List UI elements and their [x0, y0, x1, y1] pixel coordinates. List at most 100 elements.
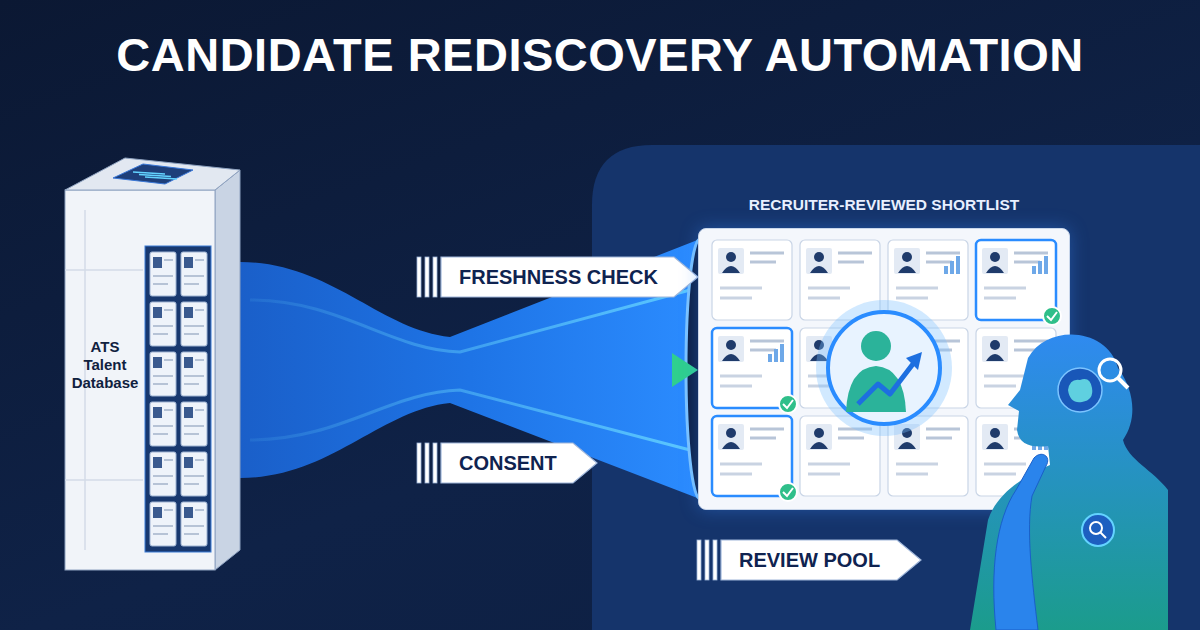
card-line [184, 483, 199, 485]
avatar-head [726, 428, 736, 438]
card-avatar [982, 424, 1008, 450]
step-arrow: REVIEW POOL [695, 537, 923, 583]
card-line [184, 275, 204, 277]
arrow-stripe [425, 257, 429, 297]
card-rack [145, 246, 211, 552]
card-avatar [718, 248, 744, 274]
card-line [184, 375, 204, 377]
avatar-head [902, 252, 912, 262]
card-line [184, 325, 204, 327]
card-line [164, 309, 173, 311]
card-line [984, 473, 1016, 476]
step-label: FRESHNESS CHECK [459, 254, 658, 300]
magnifier [1099, 359, 1121, 381]
card-line [184, 533, 199, 535]
card-line [720, 287, 762, 290]
arrow-stripe [433, 257, 437, 297]
card-avatar [718, 424, 744, 450]
card-avatar [184, 457, 193, 468]
card-line [896, 473, 928, 476]
profile-card [712, 328, 792, 408]
card-line [808, 287, 850, 290]
card-line [720, 463, 762, 466]
step-arrow: CONSENT [415, 440, 599, 486]
card-line [926, 437, 952, 440]
score-bar [950, 261, 954, 274]
card-line [720, 473, 752, 476]
funnel-sheen [250, 390, 690, 450]
brain-icon [1058, 368, 1102, 412]
arrow-stripe [417, 257, 421, 297]
card-line [153, 525, 173, 527]
card-line [153, 275, 173, 277]
card-line [750, 261, 776, 264]
arrow-stripe [697, 540, 701, 580]
card-line [195, 509, 204, 511]
card-line [926, 428, 960, 431]
score-bar [956, 256, 960, 274]
step-label: REVIEW POOL [739, 537, 880, 583]
card-line [164, 359, 173, 361]
card-line [750, 428, 784, 431]
score-bar [944, 266, 948, 274]
avatar-body [898, 266, 916, 273]
card-line [184, 475, 204, 477]
card-line [984, 385, 1016, 388]
card-avatar [153, 407, 162, 418]
card-avatar [184, 257, 193, 268]
card-avatar [153, 457, 162, 468]
avatar-body [986, 354, 1004, 361]
profile-card [150, 452, 176, 496]
avatar-body [722, 266, 740, 273]
card-line [1014, 261, 1040, 264]
brain [1068, 379, 1092, 402]
score-bar [768, 354, 772, 362]
card-avatar [982, 248, 1008, 274]
arrow-stripe [713, 540, 717, 580]
server-screen [113, 164, 193, 184]
check-badge [779, 395, 797, 413]
card-avatar [806, 248, 832, 274]
seam [65, 269, 143, 271]
score-bar [774, 349, 778, 362]
card-line [750, 349, 776, 352]
card-line [195, 409, 204, 411]
avatar-head [726, 340, 736, 350]
check-mark [1047, 312, 1057, 320]
profile-card [181, 402, 207, 446]
card-line [195, 309, 204, 311]
card-line [184, 283, 199, 285]
server-top [65, 158, 240, 190]
card-line [984, 463, 1026, 466]
step-label: CONSENT [459, 440, 557, 486]
arrow-stripe [433, 443, 437, 483]
card-line [153, 283, 168, 285]
profile-card [181, 252, 207, 296]
card-line [164, 459, 173, 461]
card-avatar [184, 357, 193, 368]
profile-card [712, 240, 792, 320]
card-line [153, 375, 173, 377]
card-line [195, 359, 204, 361]
card-line [838, 437, 864, 440]
card-avatar [153, 507, 162, 518]
check-badge [779, 483, 797, 501]
profile-card [150, 502, 176, 546]
arrow-stripe [417, 443, 421, 483]
profile-card [976, 240, 1056, 320]
profile-card [150, 252, 176, 296]
card-line [984, 287, 1026, 290]
card-line [720, 297, 752, 300]
card-line [1014, 340, 1048, 343]
funnel [240, 239, 700, 499]
card-line [184, 433, 199, 435]
card-avatar [153, 307, 162, 318]
check-mark [783, 400, 793, 408]
card-line [153, 425, 173, 427]
recruiter-figure [970, 335, 1168, 630]
card-line [153, 483, 168, 485]
database-server: ATS Talent Database [65, 150, 240, 570]
card-line [750, 252, 784, 255]
card-line [195, 459, 204, 461]
